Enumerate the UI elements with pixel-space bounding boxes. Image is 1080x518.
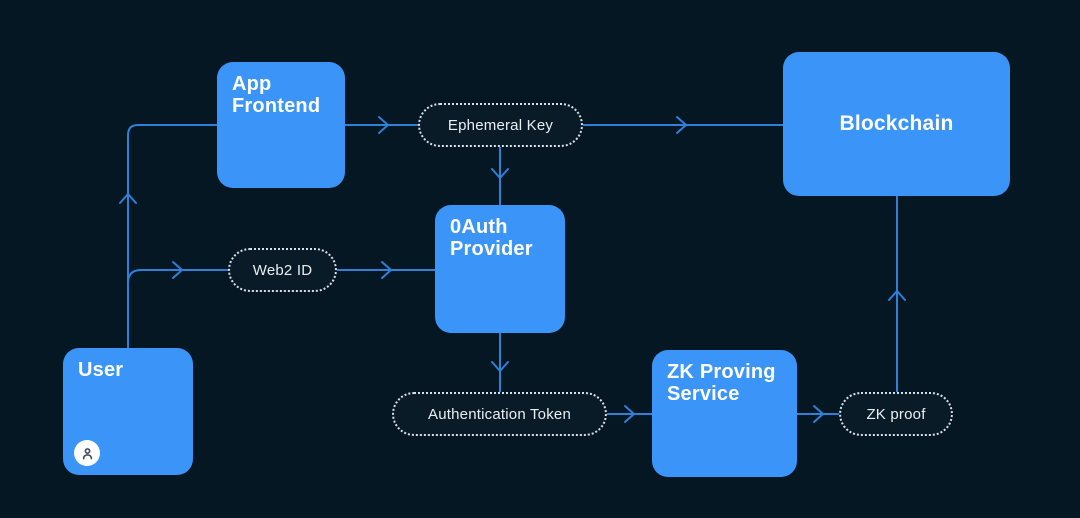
artifact-zk-proof: ZK proof bbox=[839, 392, 953, 436]
artifact-zk-proof-label: ZK proof bbox=[866, 405, 926, 423]
edge-ephemeral-key-to-oauth-provider bbox=[491, 146, 509, 206]
edge-zk-proving-service-to-zk-proof bbox=[796, 405, 840, 423]
edge-oauth-provider-to-authentication-token bbox=[491, 332, 509, 393]
edge-zk-proof-to-blockchain bbox=[888, 195, 906, 393]
artifact-authentication-token: Authentication Token bbox=[392, 392, 607, 436]
edge-web2-id-to-oauth-provider bbox=[336, 261, 436, 279]
edge-user-to-web2-id bbox=[127, 261, 229, 284]
node-oauth-provider-label: 0Auth Provider bbox=[450, 216, 533, 261]
node-oauth-provider: 0Auth Provider bbox=[435, 205, 565, 333]
artifact-web2-id-label: Web2 ID bbox=[252, 261, 313, 279]
node-app-frontend: App Frontend bbox=[217, 62, 345, 188]
node-blockchain: Blockchain bbox=[783, 52, 1010, 196]
artifact-ephemeral-key-label: Ephemeral Key bbox=[447, 116, 554, 134]
user-avatar bbox=[74, 440, 100, 466]
node-user-label: User bbox=[78, 359, 124, 381]
artifact-ephemeral-key: Ephemeral Key bbox=[418, 103, 583, 147]
node-user: User bbox=[63, 348, 193, 475]
node-app-frontend-label: App Frontend bbox=[232, 73, 321, 118]
node-zk-proving-service-label: ZK Proving Service bbox=[667, 361, 776, 406]
person-icon bbox=[82, 447, 92, 459]
edge-ephemeral-key-to-blockchain bbox=[582, 116, 784, 134]
artifact-authentication-token-label: Authentication Token bbox=[428, 405, 571, 423]
node-blockchain-label: Blockchain bbox=[839, 112, 954, 136]
node-zk-proving-service: ZK Proving Service bbox=[652, 350, 797, 477]
artifact-web2-id: Web2 ID bbox=[228, 248, 337, 292]
edge-authentication-token-to-zk-proving-service bbox=[606, 405, 653, 423]
edge-app-frontend-to-ephemeral-key bbox=[344, 116, 419, 134]
edge-user-to-app-frontend bbox=[119, 124, 218, 349]
